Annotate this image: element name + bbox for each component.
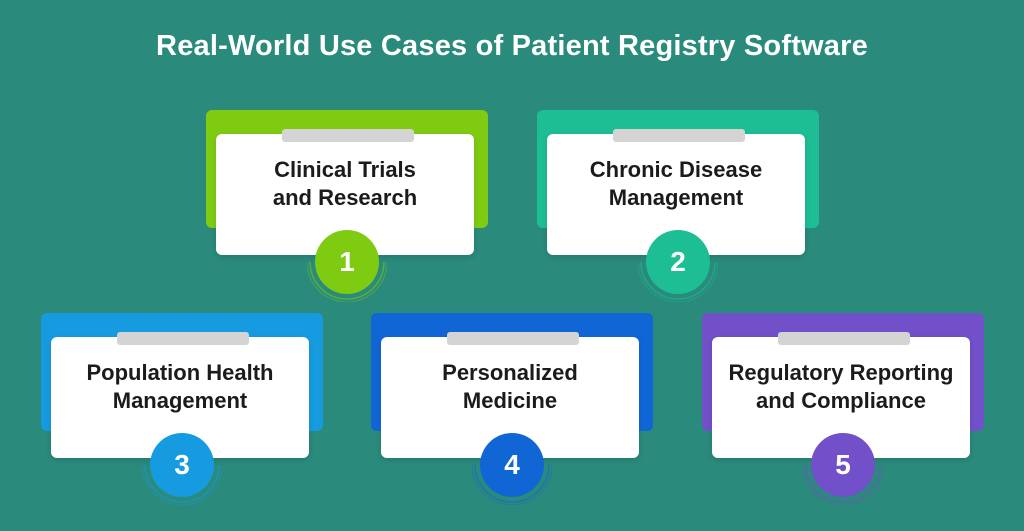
card-front-panel: Clinical Trials and Research [216,134,474,255]
ring-arc [803,464,883,505]
card-title-line-1: Population Health [86,360,274,385]
number-badge-ring: 1 [307,222,387,302]
ring-arc [144,464,220,503]
number-badge-ring: 2 [638,222,718,302]
ring-arc [307,261,387,302]
card-title: Clinical Trials and Research [216,134,474,234]
card-tab [447,332,579,345]
card-title-line-1: Chronic Disease [589,157,763,182]
ring-arcs [142,464,222,505]
number-badge: 2 [646,230,710,294]
card-title-line-2: Medicine [462,388,558,413]
ring-arc [309,261,385,300]
ring-arc [638,261,718,302]
card-title-line-2: and Compliance [756,388,926,413]
use-case-card-5: Regulatory Reporting and Compliance 5 [702,313,984,505]
number-badge: 3 [150,433,214,497]
card-tab [613,129,745,142]
card-tab [778,332,910,345]
number-badge: 1 [315,230,379,294]
ring-arcs [803,464,883,505]
ring-arc [472,464,552,505]
number-badge-ring: 4 [472,425,552,505]
ring-arcs [472,464,552,505]
number-badge-ring: 3 [142,425,222,505]
page-title: Real-World Use Cases of Patient Registry… [156,30,868,62]
number-badge-ring: 5 [803,425,883,505]
card-title-line-2: and Research [272,185,418,210]
ring-arc [805,464,881,503]
number-badge: 4 [480,433,544,497]
ring-arcs [638,261,718,302]
use-case-card-1: Clinical Trials and Research 1 [206,110,488,302]
card-title-line-1: Personalized [442,360,578,385]
card-title-line-1: Clinical Trials [274,157,416,182]
card-tab [282,129,414,142]
number-badge: 5 [811,433,875,497]
card-title: Regulatory Reporting and Compliance [712,337,970,437]
card-title-line-1: Regulatory Reporting [728,360,954,385]
ring-arc [474,464,550,503]
ring-arcs [307,261,387,302]
card-title-line-2: Management [608,185,744,210]
card-tab [117,332,249,345]
card-title-line-2: Management [112,388,248,413]
ring-arc [640,261,716,300]
ring-arc [142,464,222,505]
